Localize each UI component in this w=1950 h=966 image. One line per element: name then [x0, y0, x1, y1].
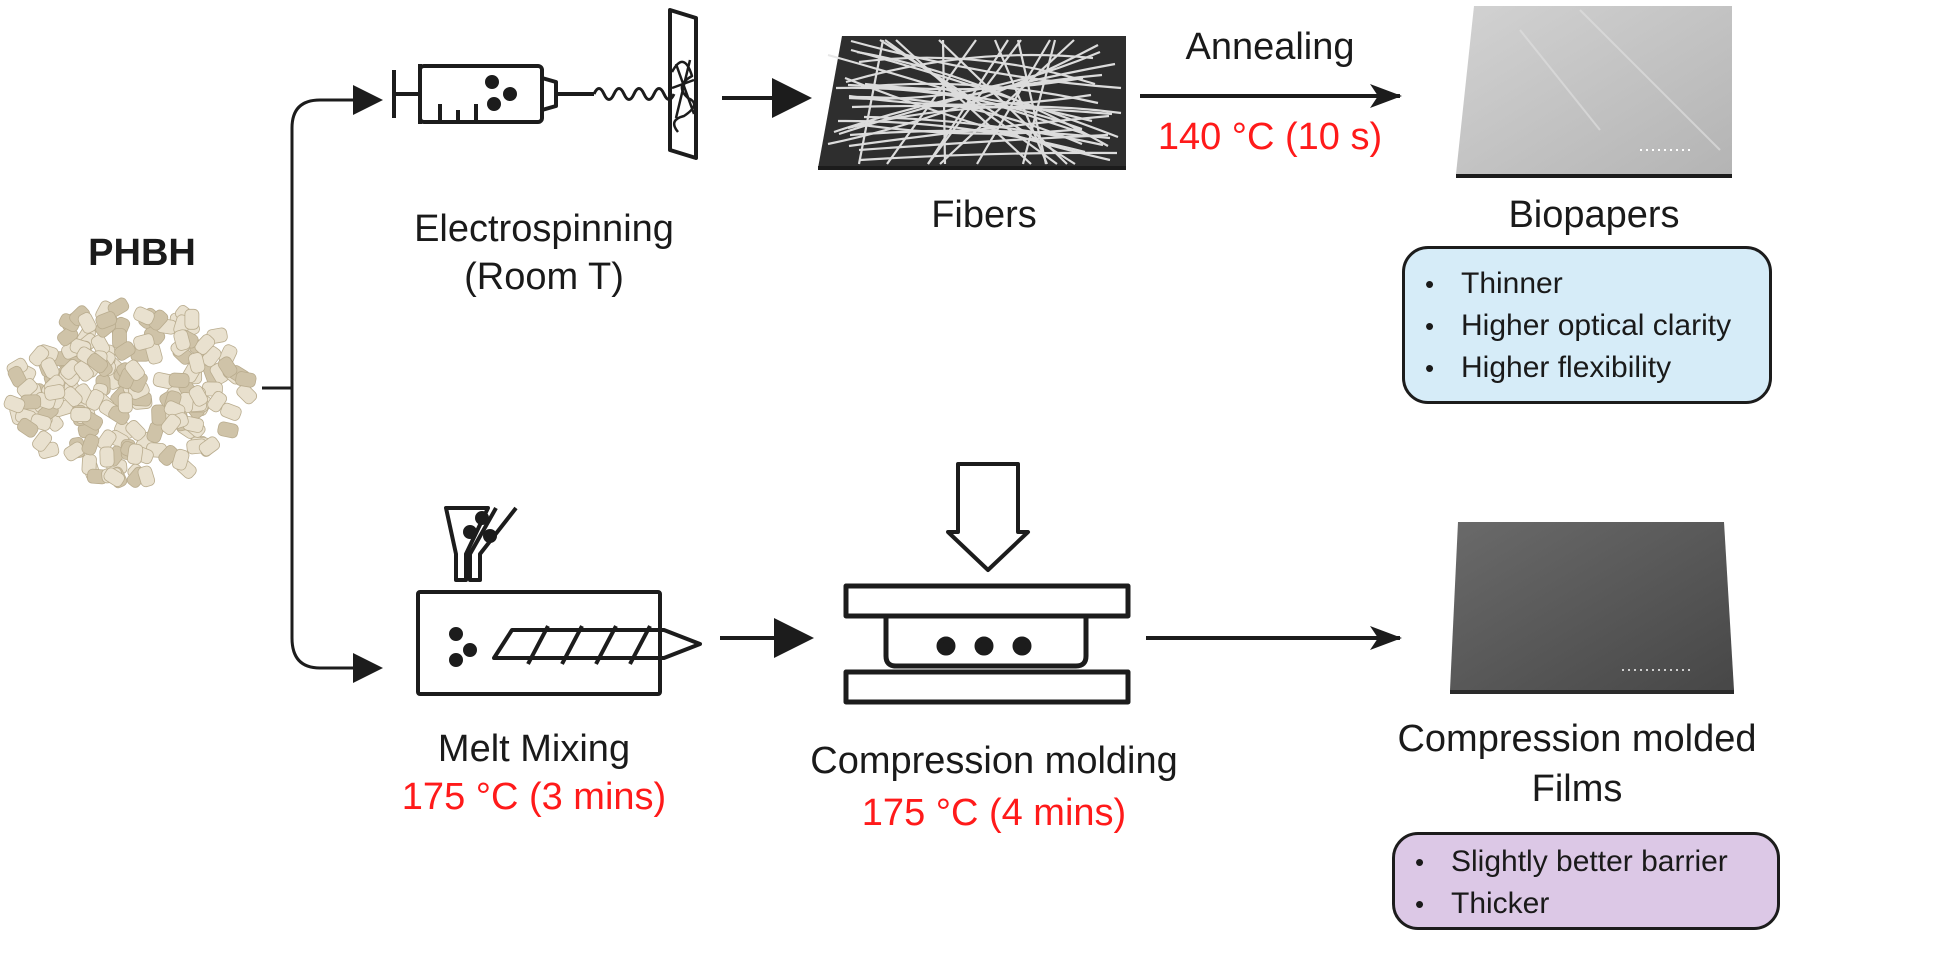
biopaper-property-item: Higher flexibility	[1405, 347, 1769, 389]
film-property-item: Slightly better barrier	[1395, 841, 1777, 883]
pellet	[194, 334, 216, 355]
biopaper-sem-image	[1456, 6, 1732, 178]
fiber-strand	[976, 39, 1051, 165]
fiber-strand	[857, 39, 885, 165]
biopaper-property-item: Thinner	[1405, 263, 1769, 305]
pellet	[95, 311, 117, 330]
electrospinning-syringe-collector-icon	[392, 8, 698, 160]
pellet	[114, 341, 136, 361]
fiber-strand	[850, 39, 1122, 90]
film-property-item: Thicker	[1395, 883, 1777, 925]
pellet	[99, 446, 115, 468]
pellet	[16, 378, 38, 399]
pellet	[124, 359, 145, 381]
fiber-strand	[927, 39, 1022, 165]
pellet	[236, 383, 258, 405]
electrospinning-label: Electrospinning	[414, 208, 674, 250]
fiber-strand	[938, 39, 1068, 165]
pellet	[137, 465, 156, 488]
pellet	[160, 413, 181, 435]
pellet	[3, 394, 26, 414]
fiber-strand	[859, 151, 1118, 162]
biopaper-property-item: Higher optical clarity	[1405, 305, 1769, 347]
connector-upper-branch	[290, 85, 383, 388]
pellet	[61, 386, 83, 408]
pellet	[217, 421, 239, 439]
pellet	[81, 433, 100, 456]
pellet	[198, 436, 221, 457]
pellet	[220, 402, 242, 421]
connector-lower-branch	[290, 388, 383, 683]
pellet	[173, 329, 191, 351]
film-sem-image	[1450, 522, 1734, 694]
compression-press-icon	[843, 462, 1131, 705]
pellet	[77, 312, 97, 334]
pellet	[86, 353, 108, 374]
pellet	[70, 407, 92, 423]
fiber-strand	[939, 39, 1075, 165]
films-properties-box: Slightly better barrier Thicker	[1392, 832, 1780, 930]
pellet	[171, 448, 190, 471]
compression-molding-label: Compression molding	[810, 740, 1178, 782]
fiber-strand	[848, 114, 1110, 148]
electrospinning-condition: (Room T)	[464, 256, 624, 298]
fiber-strand	[895, 39, 1032, 165]
fiber-strand	[993, 39, 1049, 165]
pellet	[168, 372, 190, 388]
pellet	[73, 360, 94, 382]
pellet	[125, 420, 147, 441]
source-label: PHBH	[88, 232, 196, 274]
fiber-strand	[858, 133, 1109, 152]
pellet	[133, 333, 155, 351]
pellet	[235, 371, 257, 388]
split-connector	[262, 85, 383, 683]
pellet	[117, 392, 133, 414]
pellet	[127, 443, 144, 465]
pellet	[103, 467, 125, 487]
fiber-strand	[1016, 39, 1048, 165]
compression-molding-condition: 175 °C (4 mins)	[861, 792, 1127, 834]
polymer-pellets-image	[3, 297, 258, 489]
pellet	[85, 389, 105, 411]
pellet	[151, 404, 167, 426]
annealing-condition: 140 °C (10 s)	[1157, 116, 1383, 158]
fibers-label: Fibers	[931, 194, 1037, 236]
fiber-strand	[827, 44, 1099, 146]
films-label-line1: Compression molded	[1397, 718, 1757, 760]
extruder-hopper-screw-icon	[416, 506, 702, 696]
pellet	[217, 356, 238, 378]
fiber-mat-sem-image	[818, 36, 1126, 170]
fiber-strand	[856, 50, 1109, 147]
pellet	[32, 430, 53, 452]
biopapers-label: Biopapers	[1508, 194, 1680, 236]
pellet	[184, 308, 200, 330]
pellet	[133, 306, 155, 326]
melt-mixing-condition: 175 °C (3 mins)	[401, 776, 667, 818]
fiber-strand	[851, 104, 1113, 116]
fiber-strand	[927, 39, 1009, 165]
pellet	[17, 417, 39, 438]
melt-mixing-label: Melt Mixing	[437, 728, 631, 770]
fiber-strand	[1021, 39, 1057, 165]
annealing-label: Annealing	[1185, 26, 1355, 68]
pellet	[188, 385, 208, 407]
pellet	[43, 384, 66, 401]
biopapers-properties-box: Thinner Higher optical clarity Higher fl…	[1402, 246, 1772, 404]
pellet	[188, 352, 206, 374]
fiber-strand	[848, 93, 1092, 106]
fiber-strand	[849, 129, 1111, 140]
films-label-line2: Films	[1531, 768, 1623, 810]
